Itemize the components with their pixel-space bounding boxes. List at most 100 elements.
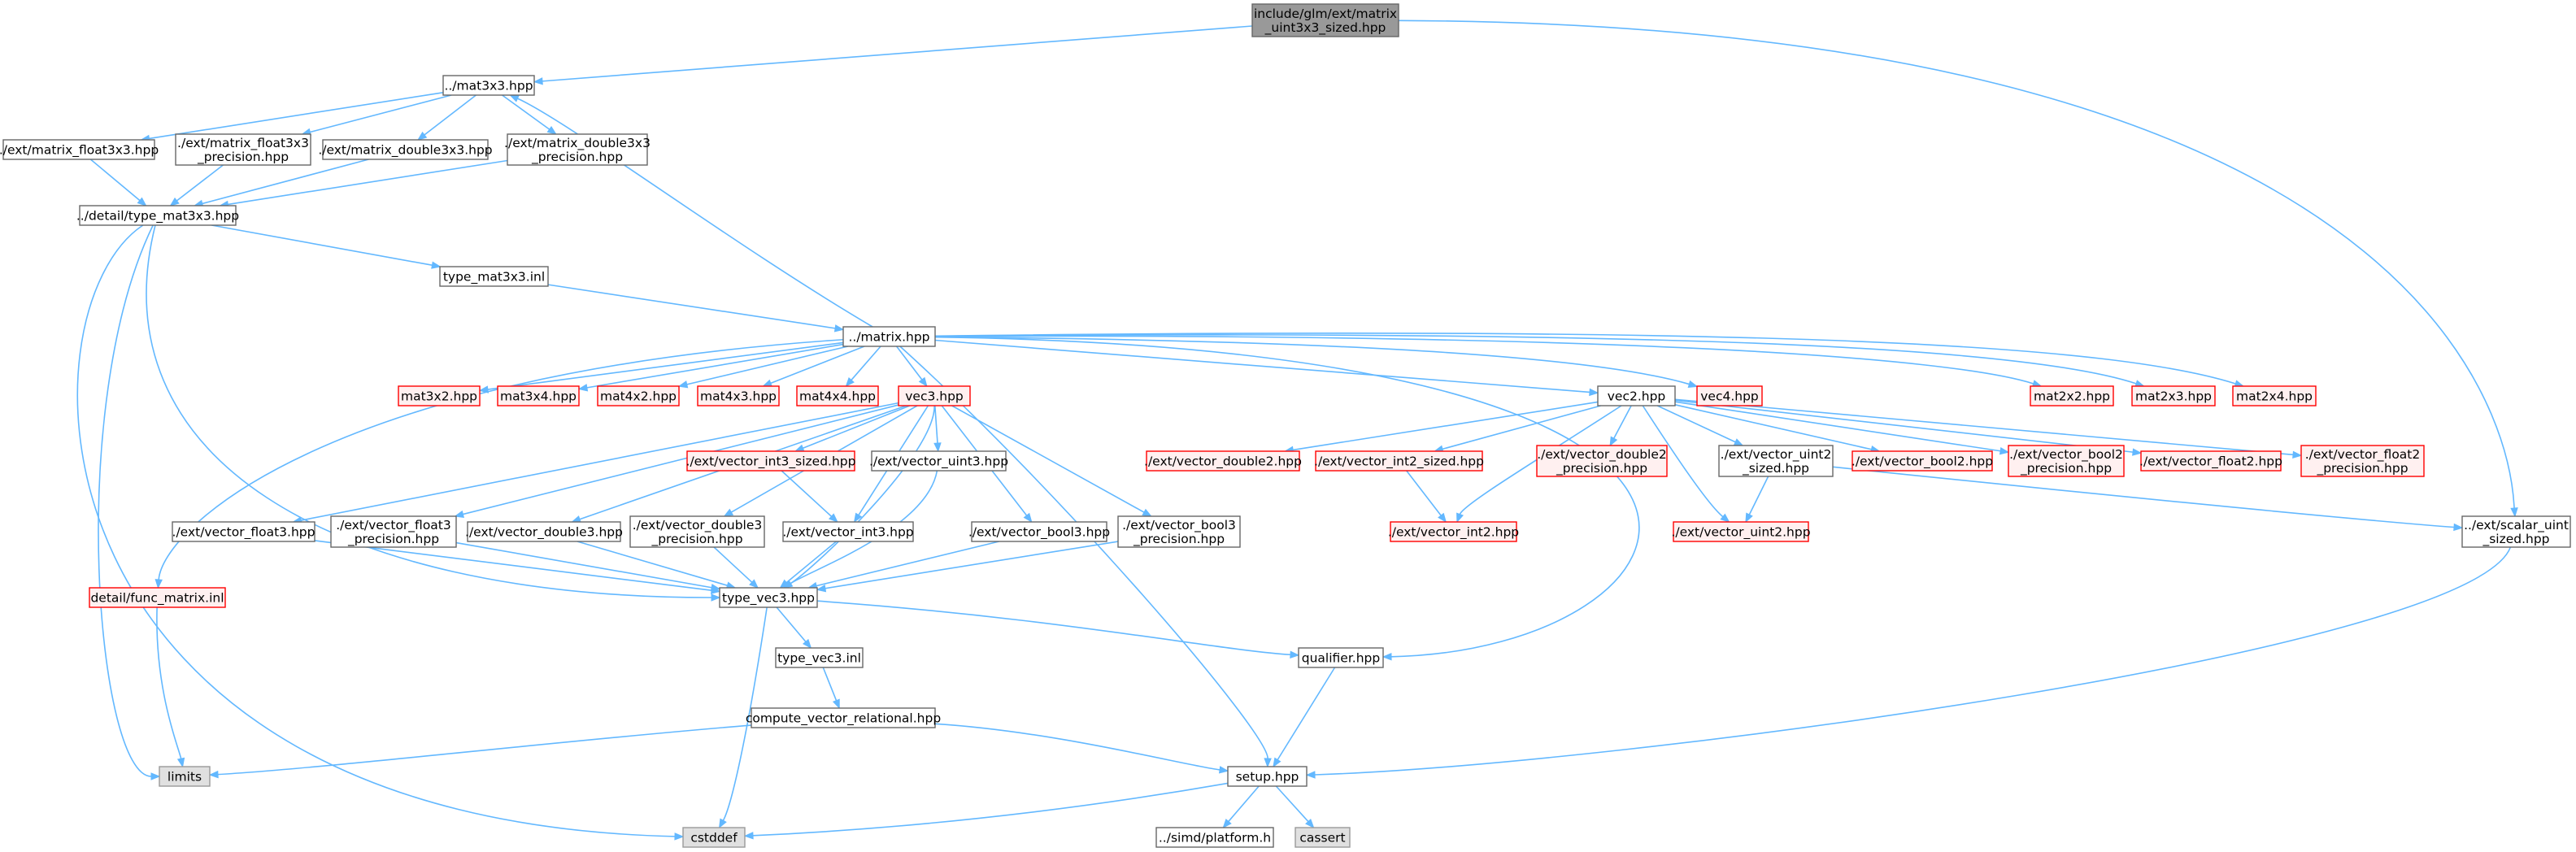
edge-arrowhead [828,513,838,523]
node-mat2x2[interactable]: mat2x2.hpp [2030,385,2114,406]
edge-line [547,284,836,329]
edge-vector-int3-sized-to-vector-int3 [781,470,838,523]
node-vector-double3[interactable]: ./ext/vector_double3.hpp [465,521,623,542]
node-label: ./ext/vector_double3.hpp [465,525,623,541]
node-vector-int2[interactable]: ./ext/vector_int2.hpp [1388,521,1519,542]
node-vector-int3-sized[interactable]: ./ext/vector_int3_sized.hpp [686,450,856,472]
node-type-vec3-inl[interactable]: type_vec3.inl [775,647,864,668]
node-type-mat3x3[interactable]: ../detail/type_mat3x3.hpp [76,205,239,226]
node-platform[interactable]: ../simd/platform.h [1155,827,1274,848]
node-mat2x3[interactable]: mat2x3.hpp [2131,385,2216,406]
node-label: ../detail/type_mat3x3.hpp [76,209,239,224]
node-label: compute_vector_relational.hpp [746,711,941,727]
edge-arrowhead [1589,388,1599,397]
edge-scalar-uint-sized-to-setup [1305,546,2512,779]
node-box [322,139,489,160]
edge-matrix-to-mat3x4 [577,343,844,392]
node-vector-float3-precision[interactable]: ./ext/vector_float3_precision.hpp [330,515,457,548]
node-label: vec3.hpp [905,389,964,404]
node-ext-matrix-double3x3[interactable]: ./ext/matrix_double3x3.hpp [318,139,493,160]
node-vector-double2[interactable]: ./ext/vector_double2.hpp [1144,450,1302,472]
edge-func-matrix-to-limits [156,606,185,768]
edge-line [1674,401,2001,452]
node-label: ../simd/platform.h [1159,831,1271,845]
node-qualifier[interactable]: qualifier.hpp [1298,647,1384,668]
node-vector-float3[interactable]: ./ext/vector_float3.hpp [172,521,315,542]
edge-line [722,606,768,821]
edge-ext-matrix-float3x3-precision-to-type-mat3x3 [169,164,224,206]
node-vector-uint2-sized[interactable]: ./ext/vector_uint2_sized.hpp [1718,445,1834,477]
node-compute-vector-relational[interactable]: compute_vector_relational.hpp [746,707,941,728]
edge-line [1613,405,1632,439]
node-vector-uint2[interactable]: ./ext/vector_uint2.hpp [1671,521,1811,542]
edge-line [89,159,141,202]
node-vec4[interactable]: vec4.hpp [1696,385,1763,406]
edge-line [934,336,1640,658]
node-vector-int2-sized[interactable]: ./ext/vector_int2_sized.hpp [1314,450,1484,472]
node-type-vec3[interactable]: type_vec3.hpp [719,587,818,608]
node-box [782,521,914,542]
node-vector-uint3[interactable]: ./ext/vector_uint3.hpp [869,450,1008,472]
node-label: ../ext/scalar_uint [2464,518,2569,533]
node-type-mat3x3-inl[interactable]: type_mat3x3.inl [439,266,549,287]
edge-line [1228,785,1260,822]
node-mat2x4[interactable]: mat2x4.hpp [2232,385,2317,406]
node-vector-float2-precision[interactable]: ./ext/vector_float2_precision.hpp [2300,445,2425,477]
node-mat3x3[interactable]: ../mat3x3.hpp [442,75,535,96]
edge-type-vec3-to-cstddef [718,606,768,829]
node-box [172,521,315,542]
node-label: mat4x3.hpp [700,389,777,404]
node-vector-double2-precision[interactable]: ./ext/vector_double2_precision.hpp [1536,445,1668,477]
node-box [1227,766,1308,787]
edge-arrowhead [802,638,812,650]
edge-line [228,159,508,206]
node-label: _precision.hpp [197,150,289,165]
edge-arrowhead [1687,380,1699,388]
edge-line [686,346,848,385]
edge-type-mat3x3-inl-to-matrix [547,284,845,333]
file-nodes: include/glm/ext/matrix_uint3x3_sized.hpp… [0,3,2571,848]
node-label: mat4x4.hpp [799,389,876,404]
node-vector-int3[interactable]: ./ext/vector_int3.hpp [782,521,914,542]
node-vec3[interactable]: vec3.hpp [898,385,971,406]
node-label: ./ext/vector_int3_sized.hpp [686,454,856,470]
node-vector-float2[interactable]: ./ext/vector_float2.hpp [2139,450,2282,472]
node-vector-bool2-precision[interactable]: ./ext/vector_bool2_precision.hpp [2008,445,2125,477]
node-matrix[interactable]: ../matrix.hpp [842,326,936,347]
edge-root-to-scalar-uint-sized [1398,20,2518,518]
node-cstddef[interactable]: cstddef [682,827,746,848]
edge-arrowhead [1456,512,1464,524]
edge-matrix-to-mat3x3 [509,94,873,328]
node-ext-matrix-double3x3-precision[interactable]: ./ext/matrix_double3x3_precision.hpp [504,133,651,166]
node-box [719,587,818,608]
node-vector-bool2[interactable]: ./ext/vector_bool2.hpp [1852,450,1993,472]
edge-arrowhead [933,442,942,453]
node-ext-matrix-float3x3-precision[interactable]: ./ext/matrix_float3x3_precision.hpp [175,133,311,166]
node-cassert[interactable]: cassert [1295,827,1351,848]
node-mat4x2[interactable]: mat4x2.hpp [597,385,680,406]
node-vec2[interactable]: vec2.hpp [1597,385,1676,406]
node-mat4x3[interactable]: mat4x3.hpp [697,385,780,406]
edge-arrowhead [577,384,589,392]
node-mat3x4[interactable]: mat3x4.hpp [497,385,580,406]
node-label: detail/func_matrix.inl [90,591,224,606]
node-vector-bool3[interactable]: ./ext/vector_bool3.hpp [968,521,1110,542]
node-ext-matrix-float3x3[interactable]: ./ext/matrix_float3x3.hpp [0,139,159,160]
edge-line [713,546,753,583]
edge-line [577,541,728,586]
edge-arrowhead [1745,512,1753,524]
node-func-matrix[interactable]: detail/func_matrix.inl [89,587,226,608]
node-label: ./ext/vector_int2.hpp [1388,525,1519,541]
node-vector-double3-precision[interactable]: ./ext/vector_double3_precision.hpp [629,515,765,548]
node-mat3x2[interactable]: mat3x2.hpp [398,385,481,406]
node-setup[interactable]: setup.hpp [1227,766,1308,787]
node-vector-bool3-precision[interactable]: ./ext/vector_bool3_precision.hpp [1117,515,1241,548]
node-scalar-uint-sized[interactable]: ../ext/scalar_uint_sized.hpp [2461,515,2571,548]
node-limits[interactable]: limits [159,766,211,787]
node-label: ./ext/matrix_double3x3 [504,136,651,151]
node-label: ./ext/vector_uint3.hpp [869,454,1008,470]
node-label: ./ext/vector_double2 [1537,447,1667,463]
node-box [2030,385,2114,406]
node-mat4x4[interactable]: mat4x4.hpp [796,385,879,406]
node-label: limits [168,770,202,785]
